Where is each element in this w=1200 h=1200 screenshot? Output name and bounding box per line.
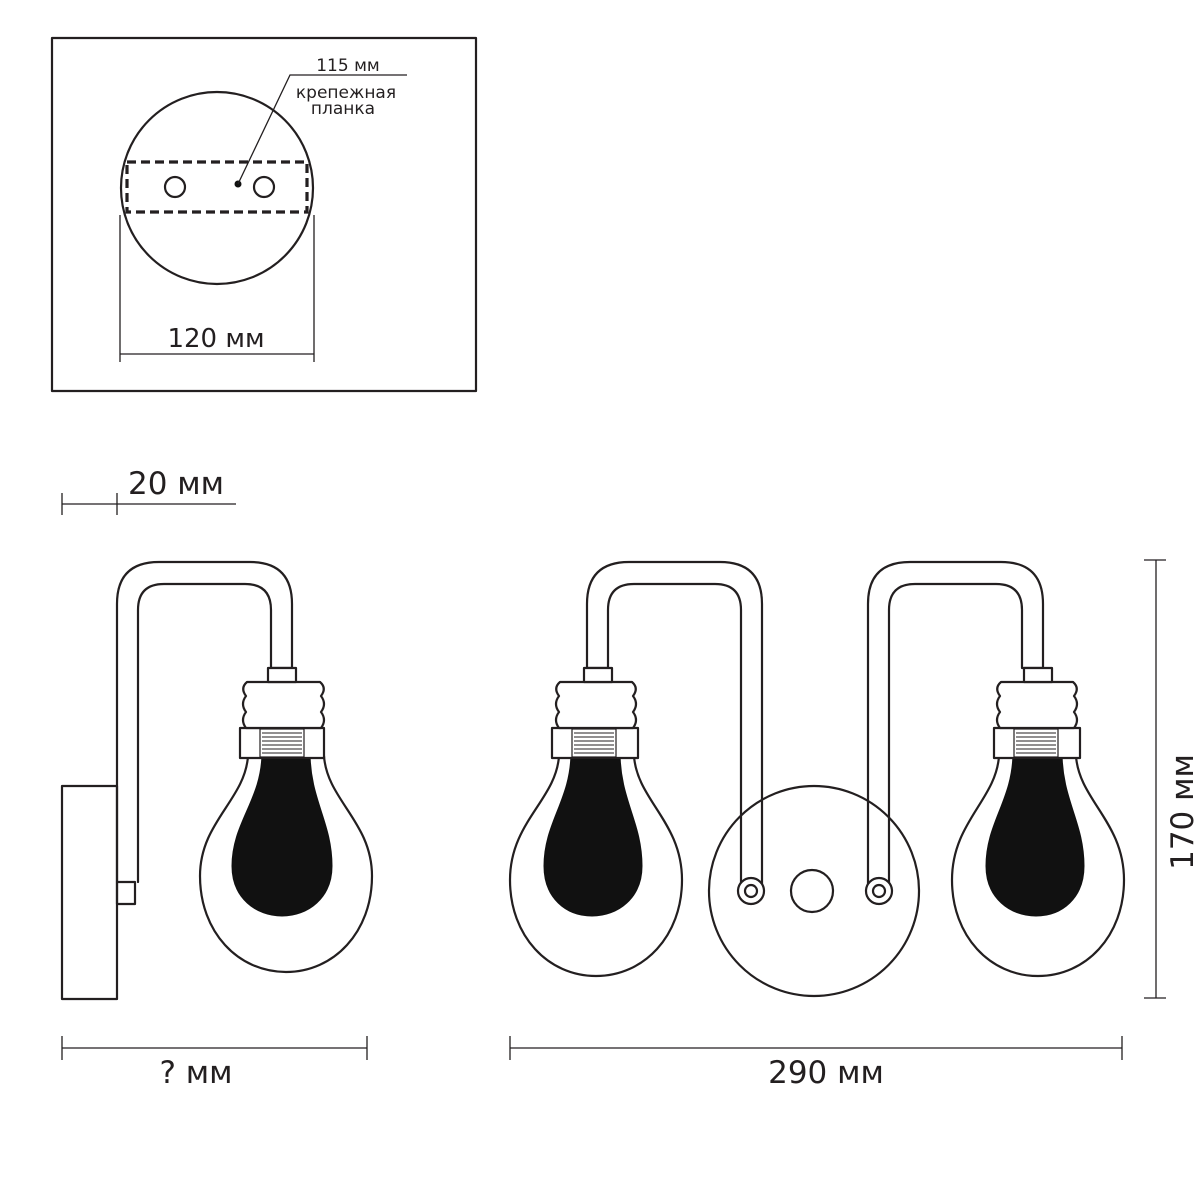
mounting-bar-dashed [125, 160, 309, 214]
arm-left [585, 560, 764, 890]
diameter-label: 120 мм [167, 324, 264, 354]
mount-plate-inset: 115 мм крепежная планка 120 мм [50, 36, 478, 393]
inset-frame [50, 36, 478, 393]
center-finial [789, 868, 835, 914]
bulb-left [508, 666, 684, 978]
side-view: 20 мм ? мм [60, 466, 374, 1091]
side-width-label: ? мм [159, 1055, 232, 1091]
front-view: 170 мм [508, 559, 1200, 1091]
bar-size-label: 115 мм [316, 56, 380, 76]
arm-right [866, 560, 1045, 890]
bar-leader-line [237, 74, 407, 185]
arm-base-side [115, 880, 137, 906]
screw-hole-left [163, 175, 187, 199]
wall-plate-front [707, 784, 921, 998]
bar-label-line1: крепежная [296, 83, 396, 103]
screw-hole-right [252, 175, 276, 199]
arm-side [115, 560, 294, 884]
bulb-right [950, 666, 1126, 978]
canopy-circle [119, 90, 315, 286]
bar-label-line2: планка [311, 99, 375, 119]
arm-mount-left [736, 876, 766, 906]
wall-plate-side [60, 784, 119, 1001]
arm-mount-right [864, 876, 894, 906]
bulb-side [198, 666, 374, 974]
offset-label: 20 мм [128, 466, 224, 502]
front-width-label: 290 мм [768, 1055, 884, 1091]
height-label: 170 мм [1165, 754, 1200, 870]
